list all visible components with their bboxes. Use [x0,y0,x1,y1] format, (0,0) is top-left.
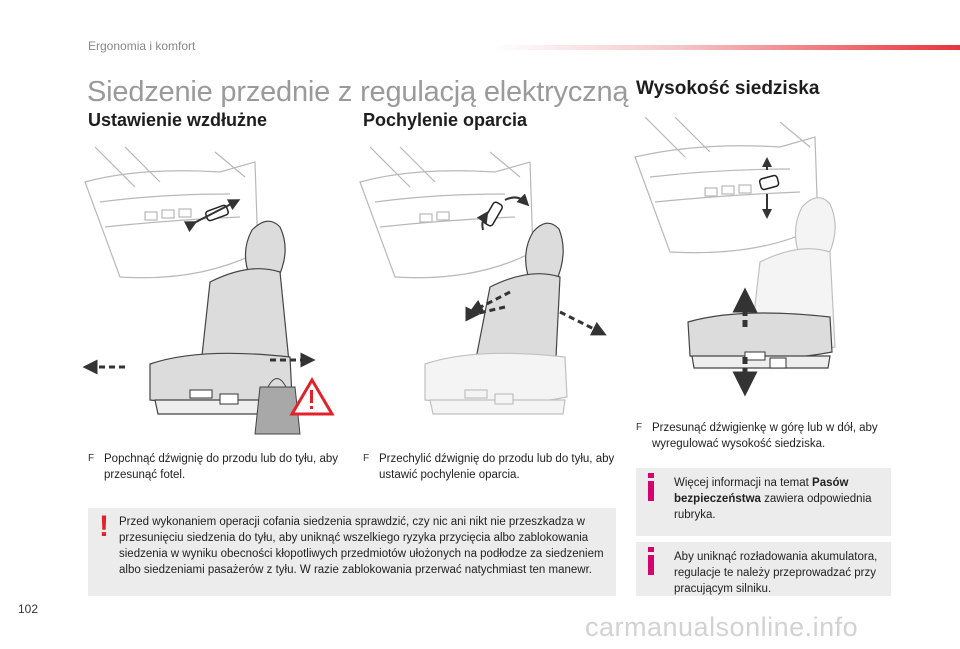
header-accent-bar [490,45,960,50]
info-box-seatbelts: Więcej informacji na temat Pasów bezpiec… [636,468,891,536]
longitudinal-adjust-illustration [82,146,335,435]
info-text-seatbelts: Więcej informacji na temat Pasów bezpiec… [674,475,886,523]
page-title: Siedzenie przednie z regulacją elektrycz… [87,76,629,108]
info-icon [648,473,654,501]
heading-backrest-tilt: Pochylenie oparcia [363,110,528,130]
info-box-battery: Aby uniknąć rozładowania akumulatora, re… [636,542,891,596]
bullet-mark: F [636,422,643,433]
bullet-text: Popchnąć dźwignię do przodu lub do tyłu,… [104,453,338,481]
info-text-bold: Pasów bezpieczeństwa [674,477,849,505]
info-text-battery: Aby uniknąć rozładowania akumulatora, re… [674,551,878,595]
seat-height-illustration [634,116,836,397]
info-icon [648,547,654,575]
warning-box: ! Przed wykonaniem operacji cofania sied… [88,508,616,596]
info-text-part: Więcej informacji na temat [674,477,813,489]
section-label: Ergonomia i komfort [88,39,196,53]
warning-text: Przed wykonaniem operacji cofania siedze… [119,516,604,576]
bullet-mark: F [88,453,95,464]
bullet-text: Przechylić dźwignię do przodu lub do tył… [379,453,615,481]
page-number: 102 [18,602,39,616]
watermark: carmanualsonline.info [585,612,859,642]
bullet-text: Przesunąć dźwigienkę w górę lub w dół, a… [652,422,878,450]
info-text-part: zawiera odpowiednia rubryka. [674,493,872,521]
backrest-tilt-illustration [359,146,607,415]
heading-longitudinal: Ustawienie wzdłużne [88,110,268,130]
heading-seat-height: Wysokość siedziska [636,78,820,99]
warning-icon: ! [99,510,109,543]
bullet-mark: F [363,453,370,464]
